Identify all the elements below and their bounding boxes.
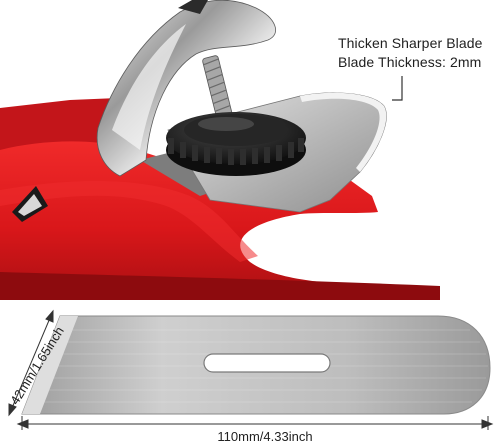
plane-base-shadow <box>0 272 440 300</box>
height-dimension-line <box>8 309 54 417</box>
plane-side-wall <box>0 180 258 262</box>
callout-line-2: Blade Thickness: 2mm <box>338 54 482 70</box>
width-label: 110mm/4.33inch <box>217 429 313 444</box>
width-dimension-line <box>16 416 494 430</box>
spare-blade-bevel <box>22 316 78 414</box>
callout-leader-line <box>392 76 403 101</box>
plane-rear-shoulder <box>0 98 126 152</box>
callout-line-1: Thicken Sharper Blade <box>338 35 483 51</box>
plane-tension-knob <box>166 112 306 176</box>
blade-callout: Thicken Sharper Blade Blade Thickness: 2… <box>338 34 498 72</box>
spare-blade-slot <box>203 353 331 373</box>
